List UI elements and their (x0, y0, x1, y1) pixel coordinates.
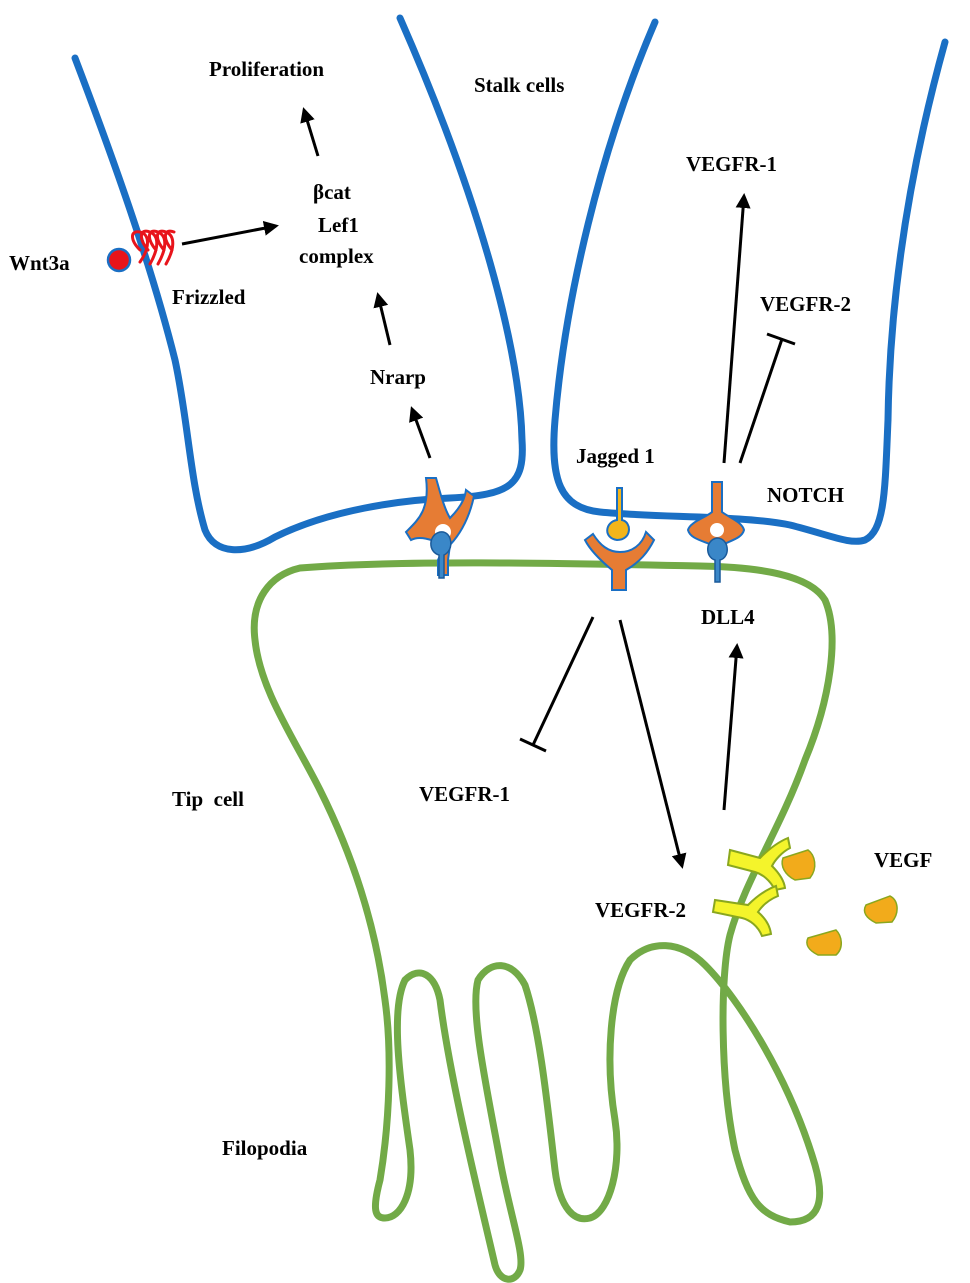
inhibit-notch-to-vegfr2 (740, 334, 795, 463)
label-proliferation: Proliferation (209, 57, 324, 81)
label-vegfr1-stalk: VEGFR-1 (686, 152, 777, 176)
label-dll4: DLL4 (701, 605, 755, 629)
label-jagged1: Jagged 1 (576, 444, 655, 468)
label-frizzled: Frizzled (172, 285, 246, 309)
label-tip-cell: Tip cell (172, 787, 244, 811)
label-vegf: VEGF (874, 848, 932, 872)
wnt3a-ligand-icon (108, 249, 130, 271)
label-notch: NOTCH (767, 483, 844, 507)
label-vegfr2-stalk: VEGFR-2 (760, 292, 851, 316)
dll4-ligand-right-icon (708, 538, 727, 582)
label-stalk-cells: Stalk cells (474, 73, 564, 97)
label-bcat: βcat (313, 180, 351, 204)
label-nrarp: Nrarp (370, 365, 426, 389)
label-complex: complex (299, 244, 374, 268)
label-filopodia: Filopodia (222, 1136, 308, 1160)
vegfr2-receptor-upper-icon (728, 838, 790, 890)
label-vegfr1-tip: VEGFR-1 (419, 782, 510, 806)
label-wnt3a: Wnt3a (9, 251, 70, 275)
arrow-vegfr2-to-dll4 (724, 646, 737, 810)
stalk-cell-left-membrane (75, 18, 522, 550)
inhibit-jagged-to-vegfr1 (520, 617, 593, 751)
label-lef1: Lef1 (318, 213, 359, 237)
arrow-complex-to-proliferation (304, 110, 318, 156)
arrow-wnt3a-to-complex (182, 226, 276, 244)
vegf-ligand-2-icon (864, 896, 897, 923)
arrow-jagged-to-vegfr2 (620, 620, 682, 866)
vegf-ligand-3-icon (807, 930, 841, 955)
arrow-notch-to-nrarp (412, 409, 430, 458)
arrow-notch-to-vegfr1 (724, 196, 744, 463)
vegf-ligand-1-icon (782, 850, 815, 880)
tip-cell-membrane (254, 563, 832, 1279)
label-vegfr2-tip: VEGFR-2 (595, 898, 686, 922)
arrow-nrarp-to-complex (378, 295, 390, 345)
